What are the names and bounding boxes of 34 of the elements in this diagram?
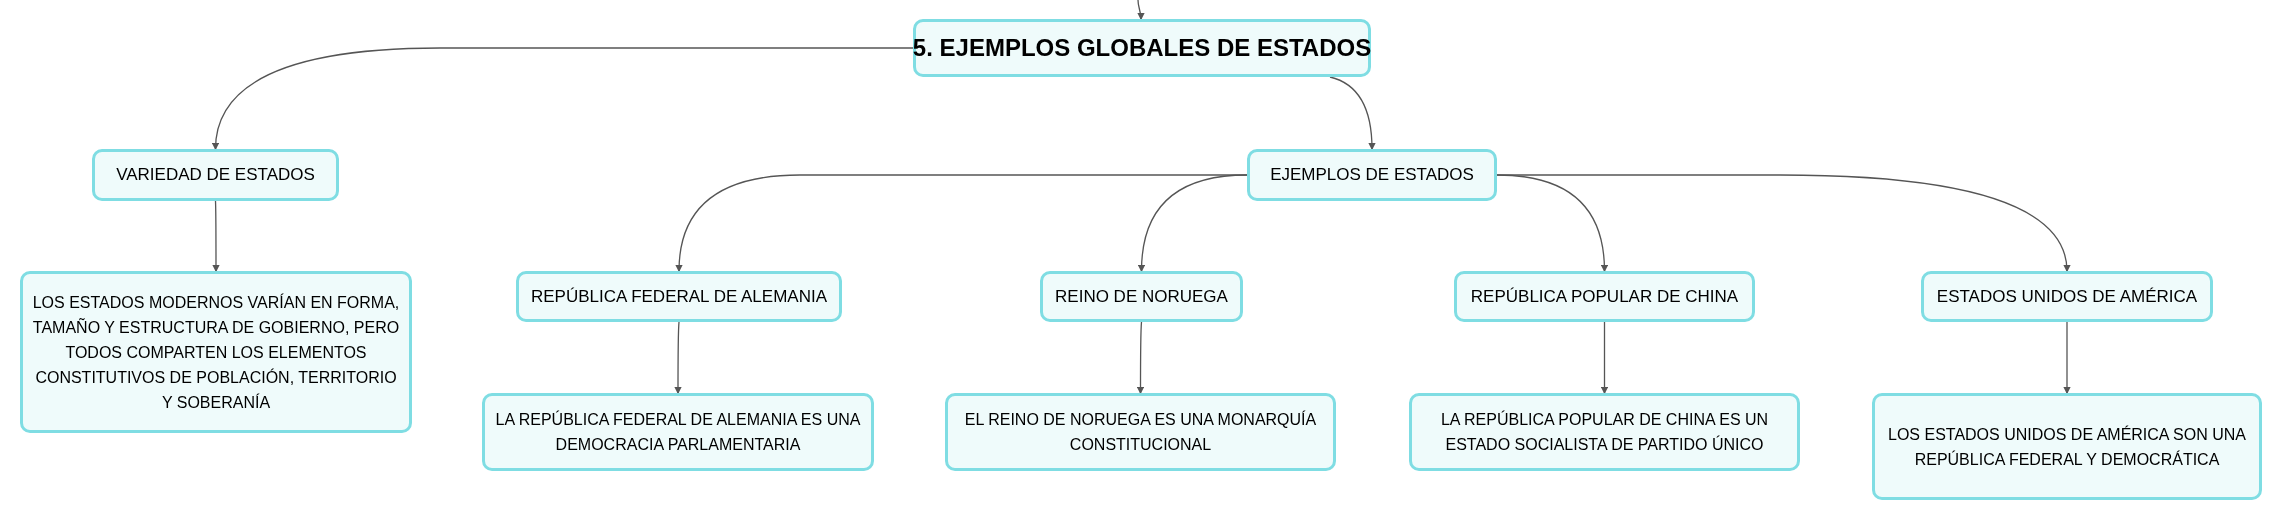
topic-box (913, 19, 1371, 77)
description-box (1409, 393, 1800, 471)
description-box (945, 393, 1336, 471)
connector-arrow (212, 47, 914, 151)
subtopic-box (1040, 271, 1243, 322)
description-box (20, 271, 412, 433)
connector-arrow (1136, 321, 1145, 395)
subtopic-box (92, 149, 339, 201)
connector-arrow (1137, 174, 1248, 273)
connector-arrow (1136, 0, 1145, 21)
connector-arrow (1600, 321, 1609, 395)
node-text: REINO DE NORUEGA (1055, 285, 1228, 308)
node-text: LOS ESTADOS UNIDOS DE AMÉRICA SON UNA REPÚBLICA FEDERAL Y DEMOCRÁTICA (1887, 424, 2247, 470)
node-text: REPÚBLICA POPULAR DE CHINA (1470, 285, 1739, 308)
node-text: REPÚBLICA FEDERAL DE ALEMANIA (531, 285, 827, 308)
connector-arrow (1496, 174, 2071, 273)
node-text: 5. EJEMPLOS GLOBALES DE ESTADOS (912, 33, 1372, 63)
node-text: ESTADOS UNIDOS DE AMÉRICA (1936, 285, 2198, 308)
description-box (1872, 393, 2262, 500)
node-text: LA REPÚBLICA FEDERAL DE ALEMANIA ES UNA DEMOCRACIA PARLAMENTARIA (494, 409, 862, 455)
description-box (482, 393, 874, 471)
connector-arrow (1329, 76, 1376, 151)
node-text: VARIEDAD DE ESTADOS (116, 164, 315, 187)
node-text: LA REPÚBLICA POPULAR DE CHINA ES UN ESTADO SOCIALISTA DE PARTIDO ÚNICO (1439, 409, 1770, 455)
node-text: EJEMPLOS DE ESTADOS (1270, 164, 1474, 187)
subtopic-box (1247, 149, 1497, 201)
node-text: LOS ESTADOS MODERNOS VARÍAN EN FORMA, TAMAÑO Y ESTRUCTURA DE GOBIERNO, PERO TODOS COMPARTEN LOS ELEMENTOS CONSTITUTIVOS DE POBLACIÓN, TERRITORIO Y SOBERANÍA (31, 292, 401, 413)
connector-arrow (212, 200, 220, 273)
connector-arrow (2063, 321, 2071, 395)
subtopic-box (516, 271, 842, 322)
subtopic-box (1921, 271, 2213, 322)
subtopic-box (1454, 271, 1755, 322)
connector-arrow (674, 321, 682, 395)
node-text: EL REINO DE NORUEGA ES UNA MONARQUÍA CONSTITUCIONAL (963, 409, 1318, 455)
